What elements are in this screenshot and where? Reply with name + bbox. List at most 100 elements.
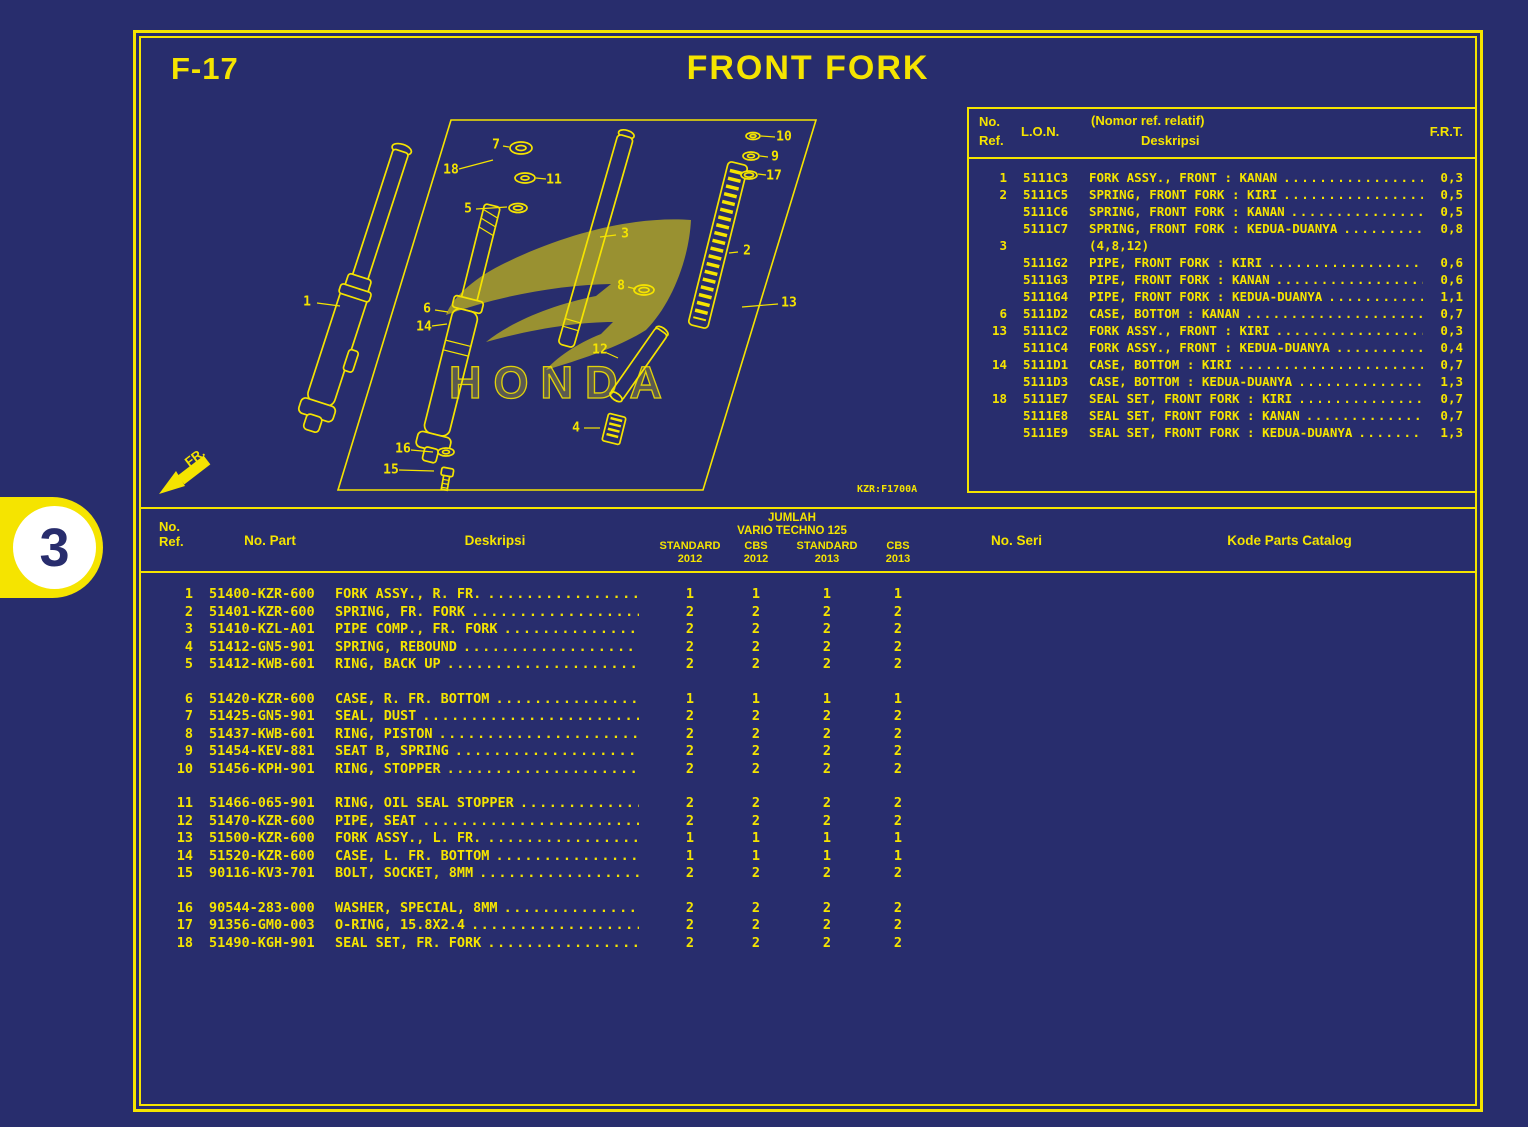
spring-coils	[693, 168, 743, 322]
part-qty: 1	[685, 830, 695, 846]
part-ref: 8	[184, 725, 193, 742]
dotted-leader: ........................................…	[479, 865, 639, 881]
lon-desc: CASE, BOTTOM : KEDUA-DUANYA.............…	[1083, 373, 1427, 390]
part-qty: 2	[893, 743, 903, 759]
diagram-boundary	[336, 119, 818, 491]
lon-frt: 0,6	[1440, 272, 1463, 287]
part-qty: 2	[685, 899, 695, 916]
callout-leader	[728, 251, 739, 254]
part-desc: O-RING, 15.8X2.4........................…	[335, 917, 655, 935]
dotted-leader: ........................................…	[1268, 255, 1423, 270]
callout-number-10: 10	[776, 130, 792, 145]
callout-number-11: 11	[546, 173, 562, 188]
dotted-leader: ........................................…	[454, 743, 639, 759]
part-number: 51412-KWB-601	[209, 656, 315, 672]
part-qty: 1	[685, 690, 695, 707]
part-qty: 2	[822, 603, 832, 620]
part-number: 51412-GN5-901	[209, 638, 315, 655]
part-qty: 2	[685, 812, 695, 829]
part-qty: 2	[822, 917, 832, 933]
lon-code: 5111G4	[1023, 289, 1069, 304]
lon-desc-text: PIPE, FRONT FORK : KANAN	[1089, 272, 1270, 287]
callout-number-8: 8	[617, 279, 625, 294]
callout-leader	[502, 145, 510, 148]
dotted-leader: ........................................…	[495, 847, 639, 864]
part-qty: 2	[751, 708, 761, 724]
dotted-leader: ........................................…	[1275, 323, 1423, 338]
part-qty: 2	[893, 725, 903, 742]
callout-number-15: 15	[383, 463, 399, 478]
lon-frt: 0,3	[1440, 170, 1463, 185]
part-number: 51425-GN5-901	[209, 708, 315, 724]
lon-desc-text: CASE, BOTTOM : KEDUA-DUANYA	[1089, 374, 1293, 389]
dotted-leader: ........................................…	[487, 934, 639, 951]
callout-number-16: 16	[395, 442, 411, 457]
seat-pipe-part	[609, 325, 669, 403]
part-qty: 1	[822, 830, 832, 846]
part-desc: PIPE, SEAT..............................…	[335, 813, 655, 831]
callout-number-1: 1	[303, 295, 311, 310]
part-qty: 2	[893, 656, 903, 672]
parts-header-jumlah: JUMLAH	[768, 512, 816, 524]
lon-header-note: (Nomor ref. relatif)	[1091, 113, 1205, 128]
group-gap	[141, 674, 1475, 691]
part-qty: 2	[822, 812, 832, 829]
part-qty: 2	[685, 865, 695, 881]
part-ref: 14	[176, 847, 193, 864]
lon-table-header: No. Ref. L.O.N. (Nomor ref. relatif) Des…	[969, 109, 1475, 159]
callout-leader	[458, 159, 494, 170]
lon-desc-text: PIPE, FRONT FORK : KIRI	[1089, 255, 1263, 270]
part-ref: 17	[176, 917, 193, 933]
dotted-leader: ........................................…	[1298, 374, 1423, 389]
lon-code: 5111C6	[1023, 204, 1069, 219]
section-number: 3	[39, 517, 70, 578]
lon-desc-text: PIPE, FRONT FORK : KEDUA-DUANYA	[1089, 289, 1323, 304]
lon-code: 5111C2	[1023, 323, 1069, 338]
part-desc-text: PIPE COMP., FR. FORK	[335, 621, 498, 637]
qty-column-year: 2012	[677, 553, 703, 565]
lon-frt: 0,3	[1440, 323, 1463, 338]
part-desc: SEAL SET, FR. FORK......................…	[335, 935, 655, 953]
lon-desc-text: SPRING, FRONT FORK : KEDUA-DUANYA	[1089, 221, 1338, 236]
part-qty: 1	[751, 586, 761, 602]
part-desc-text: SPRING, REBOUND	[335, 638, 457, 655]
part-number: 90544-283-000	[209, 899, 315, 916]
part-number: 51410-KZL-A01	[209, 621, 315, 637]
part-qty: 1	[685, 847, 695, 864]
part-ref: 18	[176, 934, 193, 951]
lon-desc-text: SPRING, FRONT FORK : KIRI	[1089, 187, 1278, 202]
callout-number-9: 9	[771, 150, 779, 165]
lon-code: 5111D1	[1023, 357, 1069, 372]
lon-code: 5111C3	[1023, 170, 1069, 185]
dotted-leader: ........................................…	[1343, 221, 1423, 236]
dotted-leader: ........................................…	[422, 812, 639, 829]
part-qty: 2	[751, 812, 761, 829]
lon-code: 5111G2	[1023, 255, 1069, 270]
part-qty: 2	[822, 795, 832, 811]
dotted-leader: ........................................…	[487, 830, 639, 846]
callout-number-3: 3	[621, 227, 629, 242]
part-desc-text: RING, PISTON	[335, 725, 433, 742]
dotted-leader: ........................................…	[1335, 340, 1423, 355]
part-desc: SPRING, REBOUND.........................…	[335, 639, 655, 657]
part-number: 51500-KZR-600	[209, 830, 315, 846]
part-ref: 2	[184, 603, 193, 620]
lon-desc: CASE, BOTTOM : KANAN....................…	[1083, 305, 1427, 322]
part-qty: 2	[751, 865, 761, 881]
parts-table-header: No. Ref. No. Part Deskripsi JUMLAH VARIO…	[141, 509, 1475, 573]
group-gap	[141, 883, 1475, 900]
part-qty: 1	[822, 586, 832, 602]
